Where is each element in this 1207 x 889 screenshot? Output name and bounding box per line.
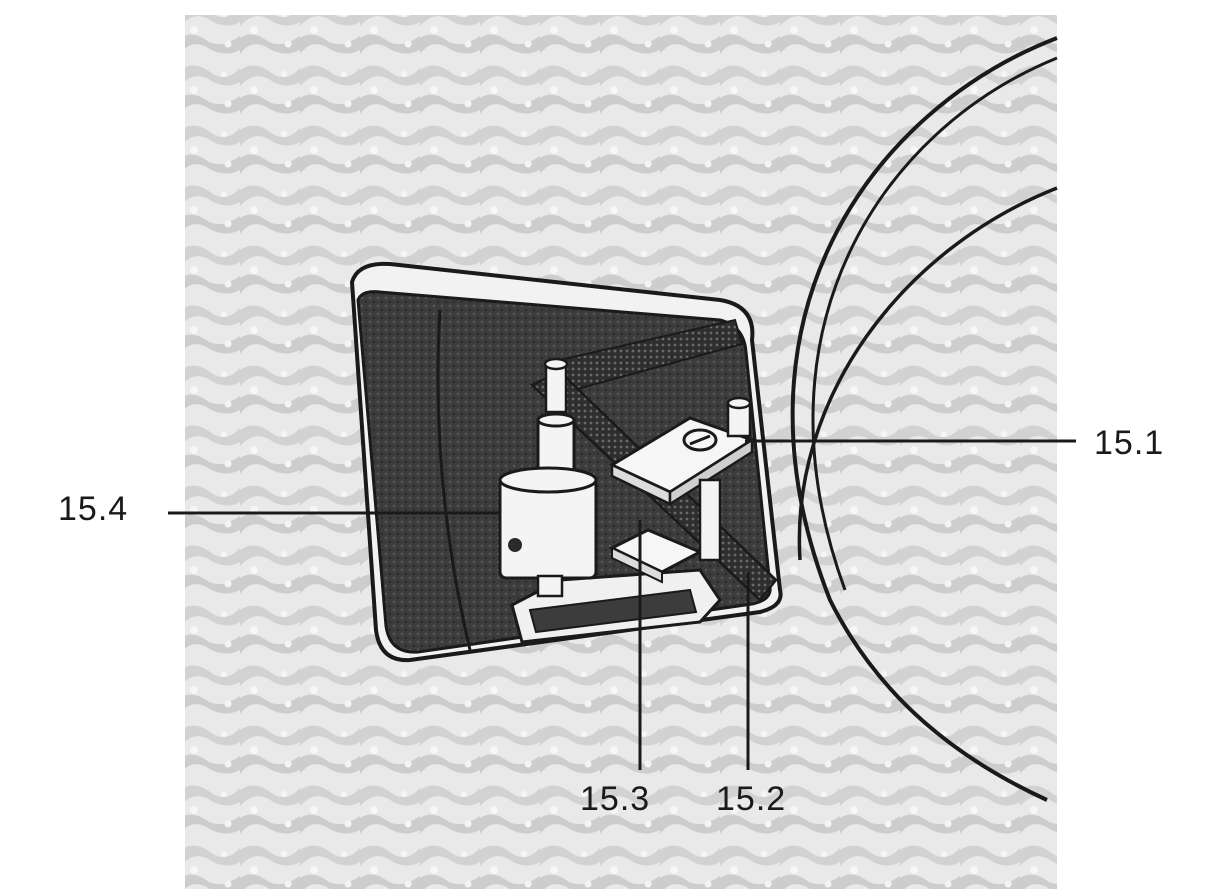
mounting-plate	[608, 396, 756, 507]
callout-label-15-4: 15.4	[58, 490, 129, 528]
callout-label-15-1: 15.1	[1094, 424, 1165, 462]
motor-cylinder	[498, 412, 598, 598]
upper-post	[543, 357, 569, 414]
callout-label-15-3: 15.3	[580, 780, 651, 818]
car-body-outline	[790, 36, 1058, 802]
callout-label-15-2: 15.2	[716, 780, 787, 818]
leader-lines	[168, 439, 1076, 770]
lower-plate	[608, 478, 722, 584]
